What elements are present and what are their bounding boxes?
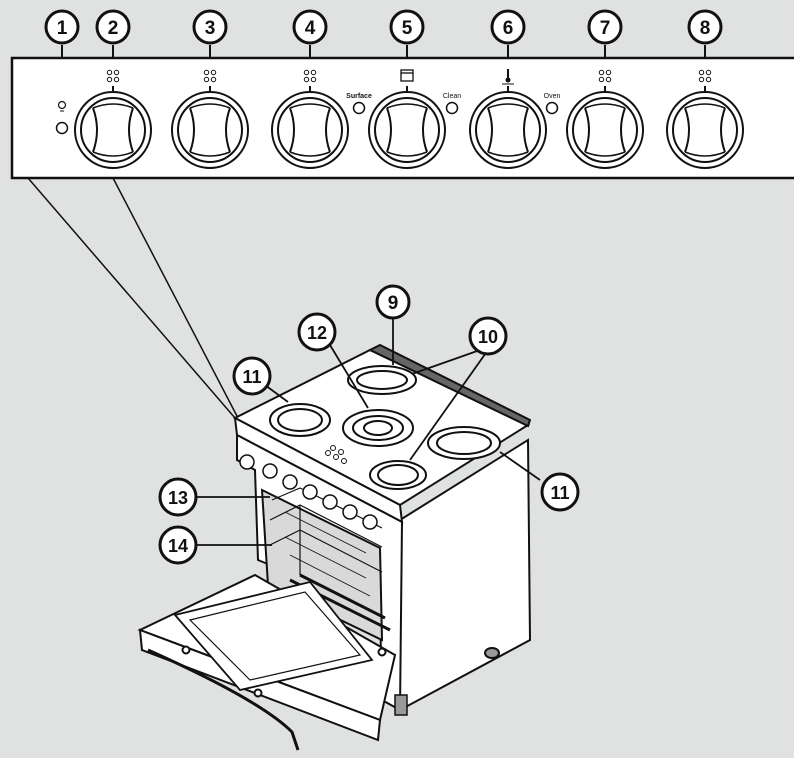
svg-text:14: 14: [168, 536, 188, 556]
callout-11: 11: [232, 356, 272, 396]
callout-2: 2: [95, 9, 131, 45]
clean-label: Clean: [443, 93, 461, 100]
callout-14: 14: [158, 525, 198, 565]
svg-text:1: 1: [57, 18, 68, 39]
callout-7: 7: [587, 9, 623, 45]
callout-5: 5: [389, 9, 425, 45]
callout-8: 8: [687, 9, 723, 45]
light-switch[interactable]: [55, 121, 69, 135]
svg-text:12: 12: [307, 323, 327, 343]
range-leader-lines: [195, 318, 541, 546]
range-illustration: [137, 343, 532, 751]
callout-3: 3: [192, 9, 228, 45]
callout-12: 12: [297, 312, 337, 352]
clean-indicator-light: [445, 101, 459, 115]
svg-text:11: 11: [550, 483, 569, 503]
oven-mode-icon: [400, 69, 414, 82]
svg-text:3: 3: [205, 18, 216, 39]
callout-11: 11: [540, 472, 580, 512]
svg-text:11: 11: [242, 367, 261, 387]
callout-6: 6: [490, 9, 526, 45]
svg-text:10: 10: [478, 327, 498, 347]
callout-10: 10: [468, 316, 508, 356]
callout-13: 13: [158, 477, 198, 517]
thermometer-icon: [502, 69, 514, 85]
surface-indicator-light: [352, 101, 366, 115]
svg-text:9: 9: [388, 293, 399, 314]
light-bulb-icon: [57, 100, 67, 112]
svg-text:4: 4: [305, 18, 316, 39]
svg-text:8: 8: [700, 18, 711, 39]
callout-4: 4: [292, 9, 328, 45]
svg-text:6: 6: [503, 18, 514, 39]
svg-text:7: 7: [600, 18, 611, 39]
svg-text:13: 13: [168, 488, 188, 508]
callout-9: 9: [375, 284, 411, 320]
oven-label: Oven: [544, 93, 561, 100]
surface-label: Surface: [346, 93, 372, 100]
oven-indicator-light: [545, 101, 559, 115]
svg-text:2: 2: [108, 18, 119, 39]
callout-1: 1: [44, 9, 80, 45]
svg-text:5: 5: [402, 18, 413, 39]
